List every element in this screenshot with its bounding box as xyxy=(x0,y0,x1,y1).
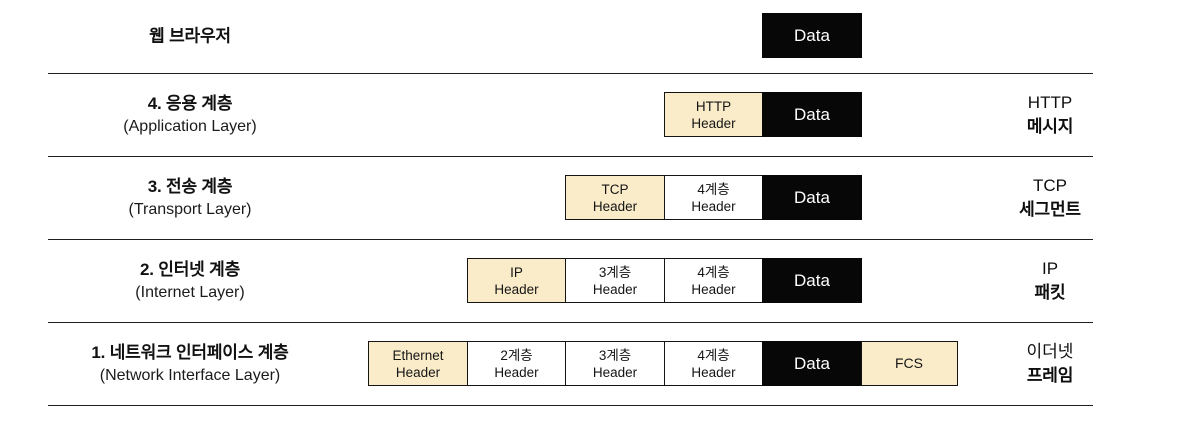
pdu-label-block: IP 패킷 xyxy=(985,257,1115,305)
box-label-line1: FCS xyxy=(895,355,923,371)
data-box: Data xyxy=(762,13,862,58)
box-label-line2: Header xyxy=(592,364,638,380)
box-label-line2: Header xyxy=(691,364,736,380)
data-box: Data xyxy=(762,258,862,303)
pdu-label-block: HTTP 메시지 xyxy=(985,91,1115,139)
box-label-line1: Data xyxy=(794,187,830,207)
pdu-name-line1: IP xyxy=(1041,258,1059,278)
pdu-name-line2: 프레임 xyxy=(1026,365,1074,385)
pdu-name-line1: 이더넷 xyxy=(1026,341,1074,361)
layer-label-block: 웹 브라우저 xyxy=(40,24,340,47)
data-box: Data xyxy=(762,341,862,386)
pdu-name-line1: HTTP xyxy=(1027,92,1073,112)
pdu-name-line2: 세그먼트 xyxy=(1019,199,1081,219)
layer-title: 1. 네트워크 인터페이스 계층 xyxy=(91,342,289,362)
box-label-line1: 3계층 xyxy=(598,347,632,363)
box-label-line1: Data xyxy=(794,270,830,290)
row-divider xyxy=(48,155,1093,158)
row-divider xyxy=(48,72,1093,74)
box-label-line1: Ethernet xyxy=(392,347,444,363)
layer-subtitle: (Network Interface Layer) xyxy=(99,366,281,384)
layer-label-block: 4. 응용 계층 (Application Layer) xyxy=(40,92,340,138)
pdu-label-block: TCP 세그먼트 xyxy=(985,174,1115,222)
layer-title: 4. 응용 계층 xyxy=(147,93,233,113)
layer-subtitle: (Application Layer) xyxy=(123,117,257,135)
box-label-line1: HTTP xyxy=(695,98,732,114)
layer-subtitle: (Transport Layer) xyxy=(128,200,252,218)
layer-label-block: 2. 인터넷 계층 (Internet Layer) xyxy=(40,258,340,304)
fcs-box: FCS xyxy=(860,341,958,386)
pdu-name-line1: TCP xyxy=(1033,175,1067,195)
box-label-line2: Header xyxy=(494,281,539,297)
layer-label-block: 3. 전송 계층 (Transport Layer) xyxy=(40,175,340,221)
box-label-line1: 4계층 xyxy=(697,181,730,197)
box-label-line2: Header xyxy=(592,281,638,297)
box-label-line1: Data xyxy=(794,25,830,45)
box-label-line1: Data xyxy=(794,104,830,124)
box-label-line2: Header xyxy=(395,364,441,380)
box-label-line1: 2계층 xyxy=(500,347,533,363)
box-label-line1: IP xyxy=(510,264,523,280)
layer-title: 3. 전송 계층 xyxy=(147,176,233,196)
layer-subtitle: (Internet Layer) xyxy=(135,283,245,301)
box-label-line2: Header xyxy=(691,198,736,214)
layer-title: 웹 브라우저 xyxy=(149,26,231,45)
row-divider xyxy=(48,321,1093,324)
box-label-line1: 4계층 xyxy=(697,264,730,280)
data-box: Data xyxy=(762,92,862,137)
layer-label-block: 1. 네트워크 인터페이스 계층 (Network Interface Layer… xyxy=(40,341,340,387)
box-label-line1: 3계층 xyxy=(598,264,632,280)
layer-title: 2. 인터넷 계층 xyxy=(139,259,241,279)
box-label-line2: Header xyxy=(691,115,736,131)
box-label-line1: Data xyxy=(794,353,830,373)
box-label-line2: Header xyxy=(592,198,638,214)
box-label-line1: 4계층 xyxy=(697,347,730,363)
box-label-line1: TCP xyxy=(601,181,629,197)
pdu-name-line2: 패킷 xyxy=(1034,282,1066,302)
pdu-name-line2: 메시지 xyxy=(1026,116,1074,136)
box-label-line2: Header xyxy=(691,281,736,297)
row-divider xyxy=(48,238,1093,241)
data-box: Data xyxy=(762,175,862,220)
box-label-line2: Header xyxy=(494,364,539,380)
row-divider xyxy=(48,404,1093,407)
